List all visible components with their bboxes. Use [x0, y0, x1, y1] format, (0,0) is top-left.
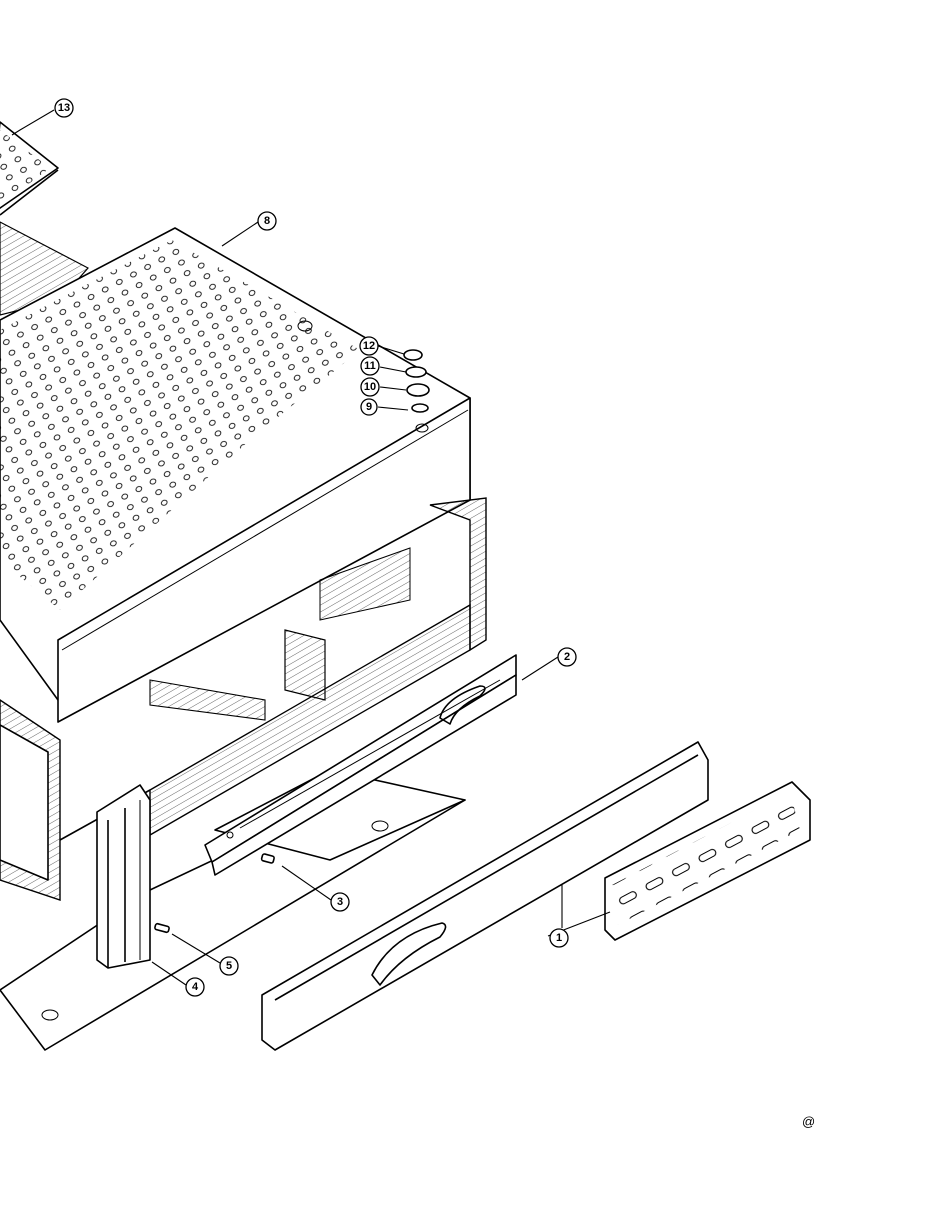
- svg-text:8: 8: [264, 215, 270, 227]
- svg-text:13: 13: [58, 102, 70, 114]
- base-plate: [0, 770, 465, 1050]
- svg-text:11: 11: [364, 360, 376, 372]
- callout-1: 1: [550, 929, 568, 947]
- callout-3: 3: [331, 893, 349, 911]
- svg-text:5: 5: [226, 960, 232, 972]
- callout-4: 4: [186, 978, 204, 996]
- callout-13: 13: [55, 99, 73, 117]
- svg-text:2: 2: [564, 651, 570, 663]
- callout-8: 8: [258, 212, 276, 230]
- callout-11: 11: [361, 357, 379, 375]
- callout-5: 5: [220, 957, 238, 975]
- callout-10: 10: [361, 378, 379, 396]
- callout-12: 12: [360, 337, 378, 355]
- top-cover-part-13: [0, 122, 58, 215]
- svg-text:1: 1: [556, 932, 562, 944]
- svg-text:3: 3: [337, 896, 343, 908]
- svg-text:4: 4: [192, 981, 199, 993]
- svg-text:10: 10: [364, 381, 376, 393]
- callout-9: 9: [361, 399, 377, 415]
- support-post-part-4: [97, 785, 150, 968]
- callout-2: 2: [558, 648, 576, 666]
- svg-text:9: 9: [366, 401, 372, 413]
- corner-mark: @: [802, 1114, 815, 1129]
- svg-text:12: 12: [363, 340, 375, 352]
